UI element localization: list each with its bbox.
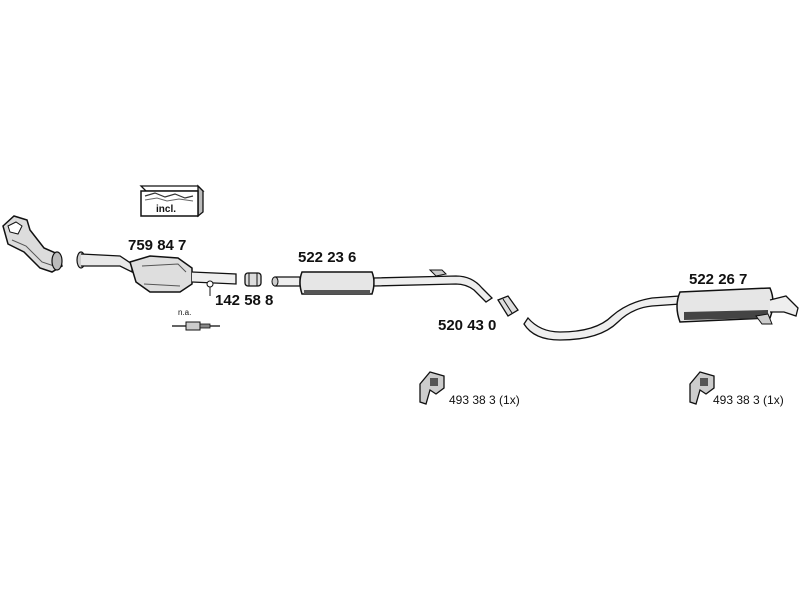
kit-box-icon: incl. <box>139 184 205 218</box>
oxygen-sensor-icon <box>172 321 220 331</box>
part-label-clamp: 142 58 8 <box>215 292 273 309</box>
kit-box-label: incl. <box>156 204 176 215</box>
sensor-note: n.a. <box>178 308 191 317</box>
rear-silencer-icon <box>523 287 799 341</box>
part-label-catalytic-converter: 759 84 7 <box>128 237 186 254</box>
part-label-middle-silencer: 522 23 6 <box>298 249 356 266</box>
catalytic-converter-icon <box>76 251 237 293</box>
mounting-label: 493 38 3 (1x) <box>713 393 784 407</box>
part-label-connector: 520 43 0 <box>438 317 496 334</box>
mounting-label: 493 38 3 (1x) <box>449 393 520 407</box>
pipe-clamp-icon <box>244 272 262 287</box>
middle-silencer-icon <box>271 269 494 303</box>
pipe-connector-icon <box>497 295 519 317</box>
rubber-mounting-icon <box>689 371 715 405</box>
rubber-mounting-icon <box>419 371 445 405</box>
part-label-rear-silencer: 522 26 7 <box>689 271 747 288</box>
manifold-front-pipe-icon <box>2 215 63 273</box>
